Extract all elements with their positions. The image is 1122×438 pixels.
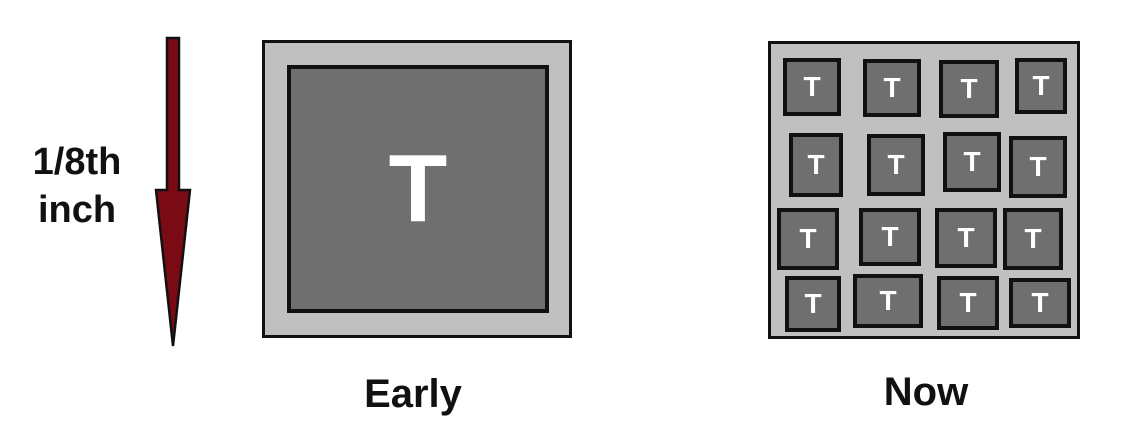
now-die: T [785, 276, 841, 332]
now-die: T [867, 134, 925, 196]
early-die-label: T [388, 135, 448, 242]
now-die-label: T [1032, 70, 1050, 101]
now-die: T [859, 208, 921, 266]
now-die: T [789, 133, 843, 197]
scale-label-line1: 1/8th [32, 141, 122, 183]
now-die-label: T [957, 222, 975, 253]
scale-label: 1/8th inch [14, 138, 140, 234]
now-die-label: T [960, 73, 978, 104]
now-die: T [1015, 58, 1067, 114]
now-chip: T T T T T T T T T T T T T T T T [768, 41, 1080, 339]
down-arrow-icon [154, 36, 192, 347]
now-die: T [1009, 278, 1071, 328]
now-die: T [777, 208, 839, 270]
now-die: T [939, 60, 999, 118]
now-die-label: T [1024, 223, 1042, 254]
now-die-label: T [879, 285, 897, 316]
now-die-label: T [799, 223, 817, 254]
early-caption: Early [364, 372, 462, 416]
now-die-label: T [887, 149, 905, 180]
now-die: T [863, 59, 921, 117]
now-die-label: T [1031, 287, 1049, 318]
now-caption: Now [883, 370, 969, 414]
now-die-label: T [1029, 151, 1047, 182]
now-die: T [783, 58, 841, 116]
early-die: T [287, 65, 549, 313]
now-die: T [935, 208, 997, 268]
now-die: T [937, 276, 999, 330]
now-die-label: T [883, 72, 901, 103]
now-die-label: T [963, 146, 981, 177]
scale-label-line2: inch [37, 189, 117, 231]
now-die-label: T [803, 71, 821, 102]
now-die-label: T [959, 287, 977, 318]
early-chip: T [262, 40, 572, 338]
now-die: T [853, 274, 923, 328]
now-die-label: T [881, 221, 899, 252]
now-die-label: T [807, 149, 825, 180]
now-die: T [943, 132, 1001, 192]
now-die-label: T [804, 288, 822, 319]
now-die: T [1009, 136, 1067, 198]
now-die: T [1003, 208, 1063, 270]
